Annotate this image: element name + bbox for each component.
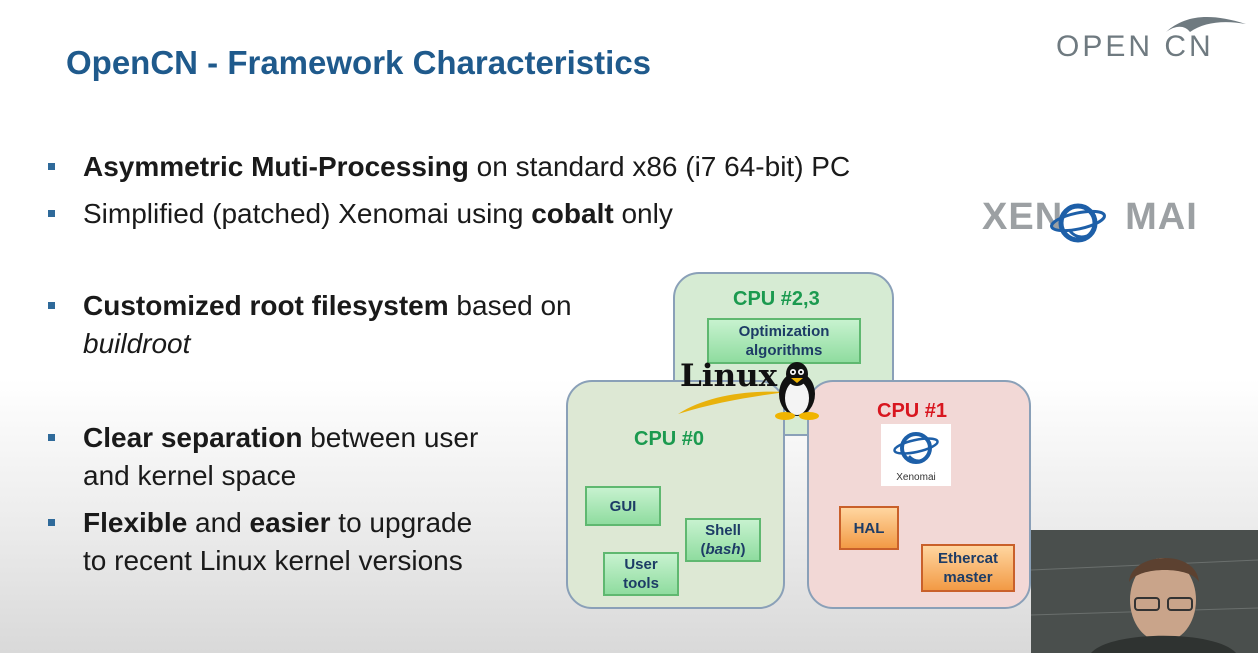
cpu-2-3-label: CPU #2,3 bbox=[733, 288, 820, 310]
xenomai-caption: Xenomai bbox=[896, 472, 936, 483]
linux-logo-text: Linux bbox=[680, 358, 778, 394]
bullet-text: Asymmetric Muti-Processing on standard x… bbox=[83, 151, 851, 182]
presenter-webcam bbox=[1031, 530, 1258, 653]
xenomai-mini-logo: Xenomai bbox=[881, 424, 951, 486]
bullet-marker bbox=[48, 210, 55, 217]
xenomai-globe-icon bbox=[1050, 203, 1106, 243]
cpu-1-label: CPU #1 bbox=[877, 400, 948, 422]
linux-swoosh-icon bbox=[678, 391, 786, 414]
xenomai-logo-right: MAI bbox=[1125, 196, 1198, 238]
bullet-marker bbox=[48, 434, 55, 441]
xenomai-logo-left: XEN bbox=[982, 196, 1064, 238]
xenomai-globe-small-icon bbox=[893, 432, 939, 464]
xenomai-logo: XEN MAI bbox=[982, 196, 1198, 239]
bullet-marker bbox=[48, 519, 55, 526]
bullet-marker bbox=[48, 163, 55, 170]
tux-penguin-icon bbox=[775, 362, 819, 420]
bird-icon bbox=[1166, 17, 1246, 32]
hal-box: HAL bbox=[839, 506, 899, 550]
bullet-text: Simplified (patched) Xenomai using cobal… bbox=[83, 198, 673, 229]
gui-box: GUI bbox=[585, 486, 661, 526]
opencn-logo-text: OPEN CN bbox=[1056, 30, 1214, 63]
presenter-silhouette bbox=[1031, 530, 1258, 653]
shell-box: Shell(bash) bbox=[685, 518, 761, 562]
bullet-marker bbox=[48, 302, 55, 309]
cpu-0-label: CPU #0 bbox=[634, 428, 705, 450]
slide-title: OpenCN - Framework Characteristics bbox=[66, 44, 652, 81]
opencn-logo: OPEN CN bbox=[1056, 17, 1246, 64]
